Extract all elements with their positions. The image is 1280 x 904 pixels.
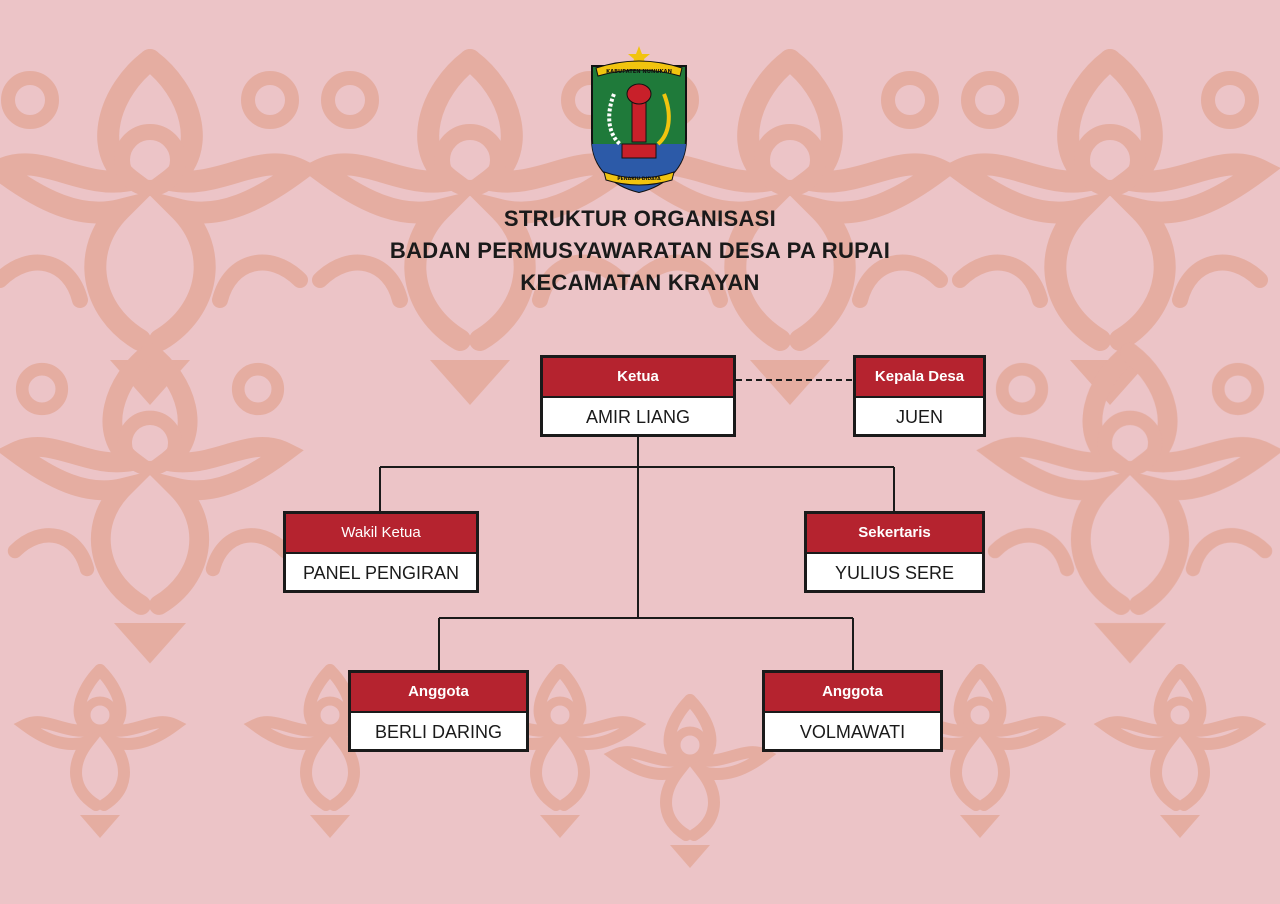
node-wakil-ketua: Wakil Ketua PANEL PENGIRAN — [283, 511, 479, 593]
node-person: YULIUS SERE — [834, 563, 955, 583]
node-anggota-2: Anggota VOLMAWATI — [762, 670, 943, 752]
node-anggota-1: Anggota BERLI DARING — [348, 670, 529, 752]
node-person: JUEN — [895, 407, 943, 427]
emblem-ribbon-top: KABUPATEN NUNUKAN — [606, 69, 672, 75]
node-role: Anggota — [351, 673, 526, 713]
node-role: Anggota — [765, 673, 940, 713]
node-ketua: Ketua AMIR LIANG — [540, 355, 736, 437]
title-line-1: STRUKTUR ORGANISASI — [503, 206, 777, 231]
node-person: PANEL PENGIRAN — [302, 563, 460, 583]
node-kepala-desa: Kepala Desa JUEN — [853, 355, 986, 437]
node-role: Ketua — [543, 358, 733, 398]
emblem-ribbon-bottom: PENAKIU DIDAYA — [617, 176, 661, 182]
node-role: Sekertaris — [807, 514, 982, 554]
node-person: BERLI DARING — [374, 722, 503, 742]
kabupaten-emblem-icon: KABUPATEN NUNUKAN PENAKIU DIDAYA — [591, 46, 687, 194]
node-role: Kepala Desa — [856, 358, 983, 398]
node-person: AMIR LIANG — [585, 407, 691, 427]
page-title: STRUKTUR ORGANISASI BADAN PERMUSYAWARATA… — [340, 203, 940, 299]
node-sekertaris: Sekertaris YULIUS SERE — [804, 511, 985, 593]
node-person: VOLMAWATI — [799, 722, 906, 742]
title-line-2: BADAN PERMUSYAWARATAN DESA PA RUPAI — [389, 238, 891, 263]
title-line-3: KECAMATAN KRAYAN — [520, 270, 760, 295]
node-role: Wakil Ketua — [286, 514, 476, 554]
